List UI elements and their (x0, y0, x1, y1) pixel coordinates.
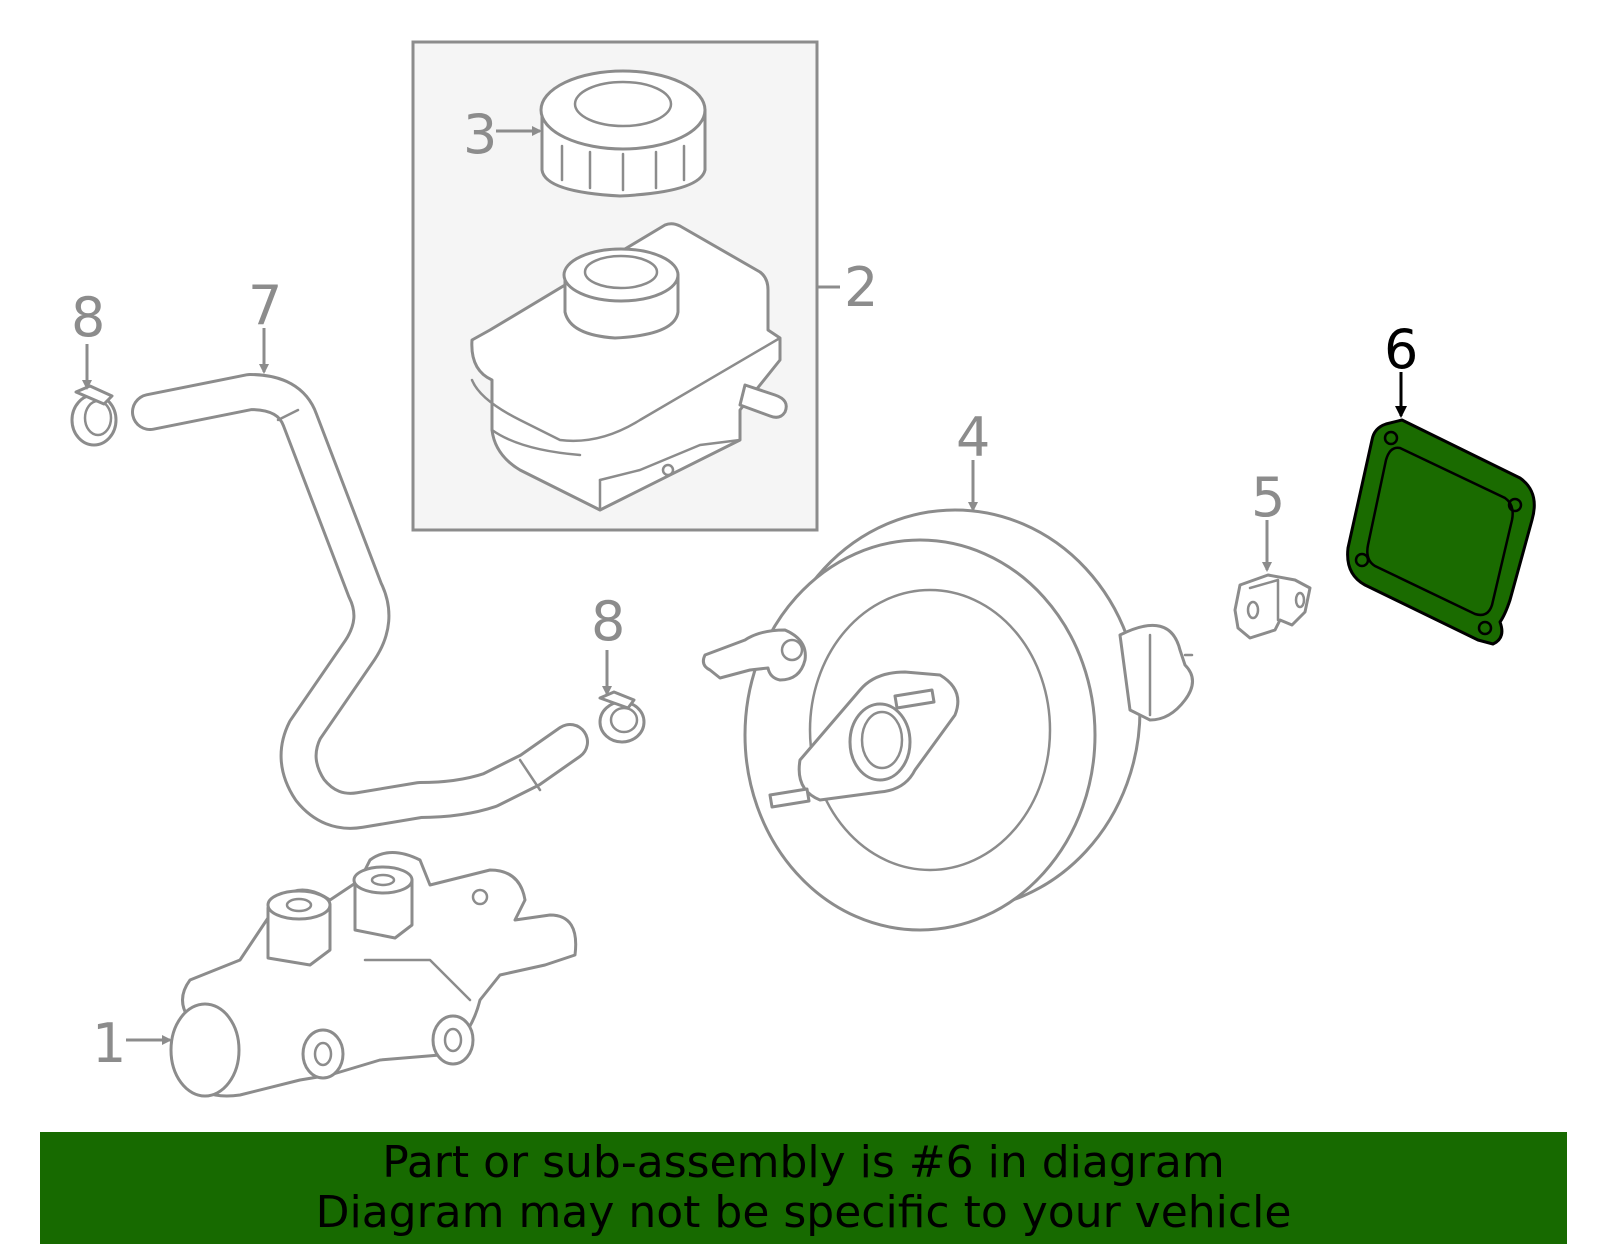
gasket-part-highlighted (1346, 418, 1536, 646)
callout-5: 5 (1251, 466, 1285, 529)
hose-clamp-left-part (70, 384, 118, 447)
callout-3: 3 (463, 103, 497, 166)
hose-clamp-right-part (598, 690, 646, 744)
info-banner: Part or sub-assembly is #6 in diagram Di… (40, 1132, 1567, 1244)
reservoir-part (470, 222, 788, 512)
callout-7: 7 (248, 274, 282, 337)
callout-1: 1 (92, 1012, 126, 1075)
callout-6: 6 (1384, 318, 1418, 381)
callout-8-right: 8 (591, 590, 625, 653)
vacuum-hose-part (131, 373, 589, 830)
brake-booster-part (701, 508, 1194, 932)
banner-line-2: Diagram may not be specific to your vehi… (315, 1187, 1292, 1238)
callout-8-left: 8 (71, 286, 105, 349)
bracket-part (1233, 573, 1312, 640)
reservoir-cap-part (539, 69, 707, 198)
master-cylinder-part (169, 851, 578, 1098)
banner-line-1: Part or sub-assembly is #6 in diagram (382, 1137, 1225, 1188)
callout-2: 2 (844, 256, 878, 319)
callout-4: 4 (956, 406, 990, 469)
